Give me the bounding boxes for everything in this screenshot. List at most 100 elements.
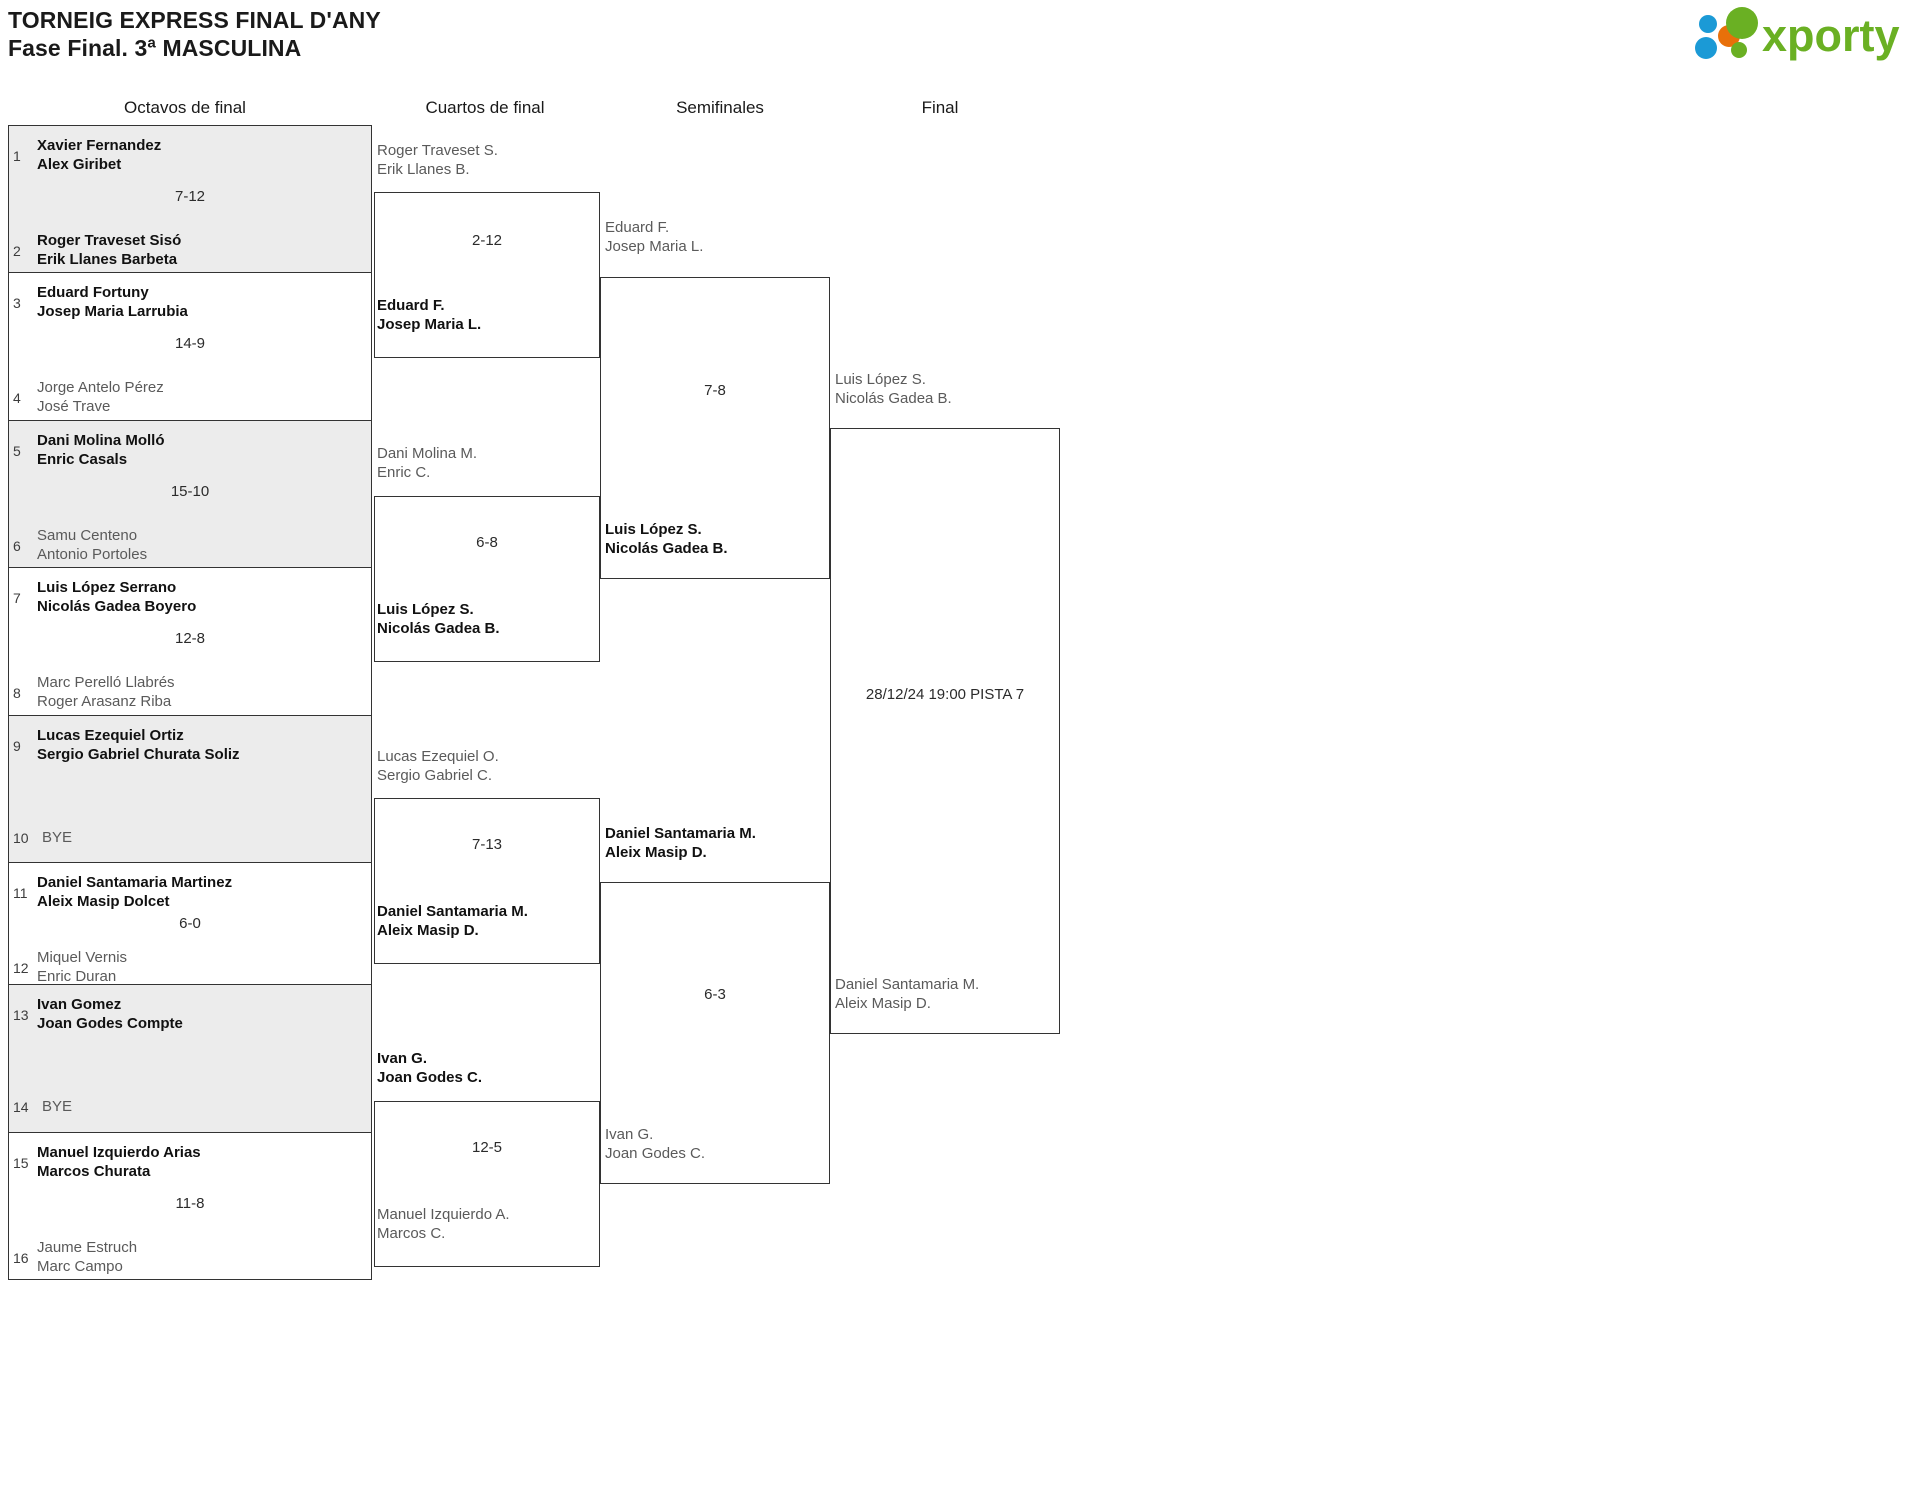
round4-team-top[interactable]: Luis López S. Nicolás Gadea B.	[835, 370, 952, 408]
player-name: Jaume Estruch	[37, 1239, 138, 1256]
match-score: 7-8	[704, 382, 726, 399]
round1-match[interactable]: 7 Luis López Serrano Nicolás Gadea Boyer…	[8, 567, 372, 715]
round-header-cuartos: Cuartos de final	[425, 98, 545, 117]
player-name: Lucas Ezequiel Ortiz	[37, 727, 184, 744]
seed-number: 13	[13, 1007, 29, 1023]
seed-number: 1	[13, 148, 21, 164]
round1-match[interactable]: 5 Dani Molina Molló Enric Casals 15-10 6…	[8, 420, 372, 567]
round1-column: 1 Xavier Fernandez Alex Giribet 7-12 2 R…	[8, 125, 372, 1280]
player-name: Aleix Masip D.	[605, 844, 707, 861]
player-name: Marc Perelló Llabrés	[37, 674, 175, 691]
match-score: 11-8	[175, 1195, 205, 1212]
player-name: Lucas Ezequiel O.	[377, 748, 499, 765]
match-score: 6-0	[179, 915, 201, 932]
round2-match-box[interactable]	[374, 1101, 600, 1267]
round3-match-box[interactable]	[600, 277, 830, 579]
xporty-logo[interactable]: xporty	[1686, 6, 1902, 62]
round1-match[interactable]: 13 Ivan Gomez Joan Godes Compte 14 BYE	[8, 984, 372, 1132]
player-name: Josep Maria Larrubia	[37, 303, 188, 320]
player-name: Roger Traveset S.	[377, 142, 498, 159]
round2-team-bottom[interactable]: Manuel Izquierdo A. Marcos C.	[377, 1205, 510, 1243]
player-name: Erik Llanes Barbeta	[37, 251, 178, 268]
player-name: Joan Godes C.	[605, 1145, 706, 1162]
player-name: Erik Llanes B.	[377, 161, 470, 178]
player-name: Daniel Santamaria M.	[605, 825, 756, 842]
round2-team-top[interactable]: Lucas Ezequiel O. Sergio Gabriel C.	[377, 747, 499, 785]
round3-match-box[interactable]	[600, 882, 830, 1184]
round3-team-top[interactable]: Eduard F. Josep Maria L.	[605, 218, 703, 256]
round2-team-bottom[interactable]: Luis López S. Nicolás Gadea B.	[377, 600, 500, 638]
round2-team-top[interactable]: Dani Molina M. Enric C.	[377, 444, 477, 482]
player-name: Dani Molina M.	[377, 445, 478, 462]
round4-match-box[interactable]	[830, 428, 1060, 1034]
player-name: Eduard Fortuny	[37, 284, 149, 301]
round2-team-bottom[interactable]: Eduard F. Josep Maria L.	[377, 296, 481, 334]
player-name: Aleix Masip D.	[835, 995, 931, 1012]
player-name: Nicolás Gadea B.	[377, 620, 500, 637]
match-score: 12-8	[174, 630, 206, 647]
player-name: Marcos Churata	[37, 1163, 151, 1180]
match-score: 2-12	[471, 232, 503, 249]
round1-match[interactable]: 11 Daniel Santamaria Martinez Aleix Masi…	[8, 862, 372, 985]
bye-label: BYE	[42, 1098, 73, 1115]
round1-match[interactable]: 9 Lucas Ezequiel Ortiz Sergio Gabriel Ch…	[8, 715, 372, 862]
player-name: Roger Arasanz Riba	[37, 693, 172, 710]
round4-team-bottom[interactable]: Daniel Santamaria M. Aleix Masip D.	[835, 975, 979, 1013]
seed-number: 14	[13, 1099, 29, 1115]
round3-team-bottom[interactable]: Ivan G. Joan Godes C.	[605, 1125, 705, 1163]
round2-match-box[interactable]	[374, 798, 600, 964]
player-name: Samu Centeno	[37, 527, 138, 544]
round1-match[interactable]: 3 Eduard Fortuny Josep Maria Larrubia 14…	[8, 272, 372, 420]
round2-match-box[interactable]	[374, 192, 600, 358]
seed-number: 16	[13, 1250, 29, 1266]
round3-team-bottom[interactable]: Luis López S. Nicolás Gadea B.	[605, 520, 728, 558]
round1-match[interactable]: 1 Xavier Fernandez Alex Giribet 7-12 2 R…	[8, 125, 372, 272]
round3-team-top[interactable]: Daniel Santamaria M. Aleix Masip D.	[605, 824, 756, 862]
seed-number: 4	[13, 390, 21, 406]
match-score: 7-13	[471, 836, 503, 853]
player-name: Roger Traveset Sisó	[37, 232, 182, 249]
round2-team-bottom[interactable]: Daniel Santamaria M. Aleix Masip D.	[377, 902, 528, 940]
seed-number: 8	[13, 685, 21, 701]
player-name: Eduard F.	[605, 219, 670, 236]
match-score: 14-9	[174, 335, 206, 352]
round2-team-top[interactable]: Ivan G. Joan Godes C.	[377, 1049, 482, 1087]
seed-number: 3	[13, 295, 21, 311]
player-name: Alex Giribet	[37, 156, 122, 173]
bye-label: BYE	[42, 829, 73, 846]
round-header-octavos: Octavos de final	[124, 98, 246, 117]
player-name: Luis López S.	[835, 371, 926, 388]
player-name: Luis López Serrano	[37, 579, 177, 596]
logo-dots	[1695, 7, 1758, 59]
round2-team-top[interactable]: Roger Traveset S. Erik Llanes B.	[377, 141, 498, 179]
seed-number: 12	[13, 960, 29, 976]
player-name: Joan Godes C.	[377, 1069, 483, 1086]
player-name: Miquel Vernis	[37, 949, 128, 966]
tournament-subtitle: Fase Final. 3ª MASCULINA	[8, 35, 302, 61]
player-name: Nicolás Gadea B.	[835, 390, 952, 407]
round2-match-box[interactable]	[374, 496, 600, 662]
player-name: Josep Maria L.	[377, 316, 482, 333]
player-name: Manuel Izquierdo A.	[377, 1206, 510, 1223]
player-name: Sergio Gabriel C.	[377, 767, 493, 784]
seed-number: 10	[13, 830, 29, 846]
logo-wordmark: xporty	[1762, 10, 1900, 61]
player-name: Sergio Gabriel Churata Soliz	[37, 746, 240, 763]
player-name: Luis López S.	[377, 601, 474, 618]
match-score: 12-5	[471, 1139, 503, 1156]
player-name: Dani Molina Molló	[37, 432, 165, 449]
seed-number: 5	[13, 443, 21, 459]
player-name: Enric Duran	[37, 968, 117, 985]
player-name: Manuel Izquierdo Arias	[37, 1144, 201, 1161]
player-name: Daniel Santamaria M.	[377, 903, 528, 920]
match-score: 6-8	[476, 534, 498, 551]
seed-number: 7	[13, 590, 21, 606]
round-header-semifinales: Semifinales	[676, 98, 764, 117]
player-name: Ivan Gomez	[37, 996, 122, 1013]
seed-number: 6	[13, 538, 21, 554]
player-name: Aleix Masip Dolcet	[37, 893, 170, 910]
player-name: Joan Godes Compte	[37, 1015, 183, 1032]
round1-match[interactable]: 15 Manuel Izquierdo Arias Marcos Churata…	[8, 1132, 372, 1280]
player-name: Daniel Santamaria Martinez	[37, 874, 233, 891]
player-name: Eduard F.	[377, 297, 445, 314]
